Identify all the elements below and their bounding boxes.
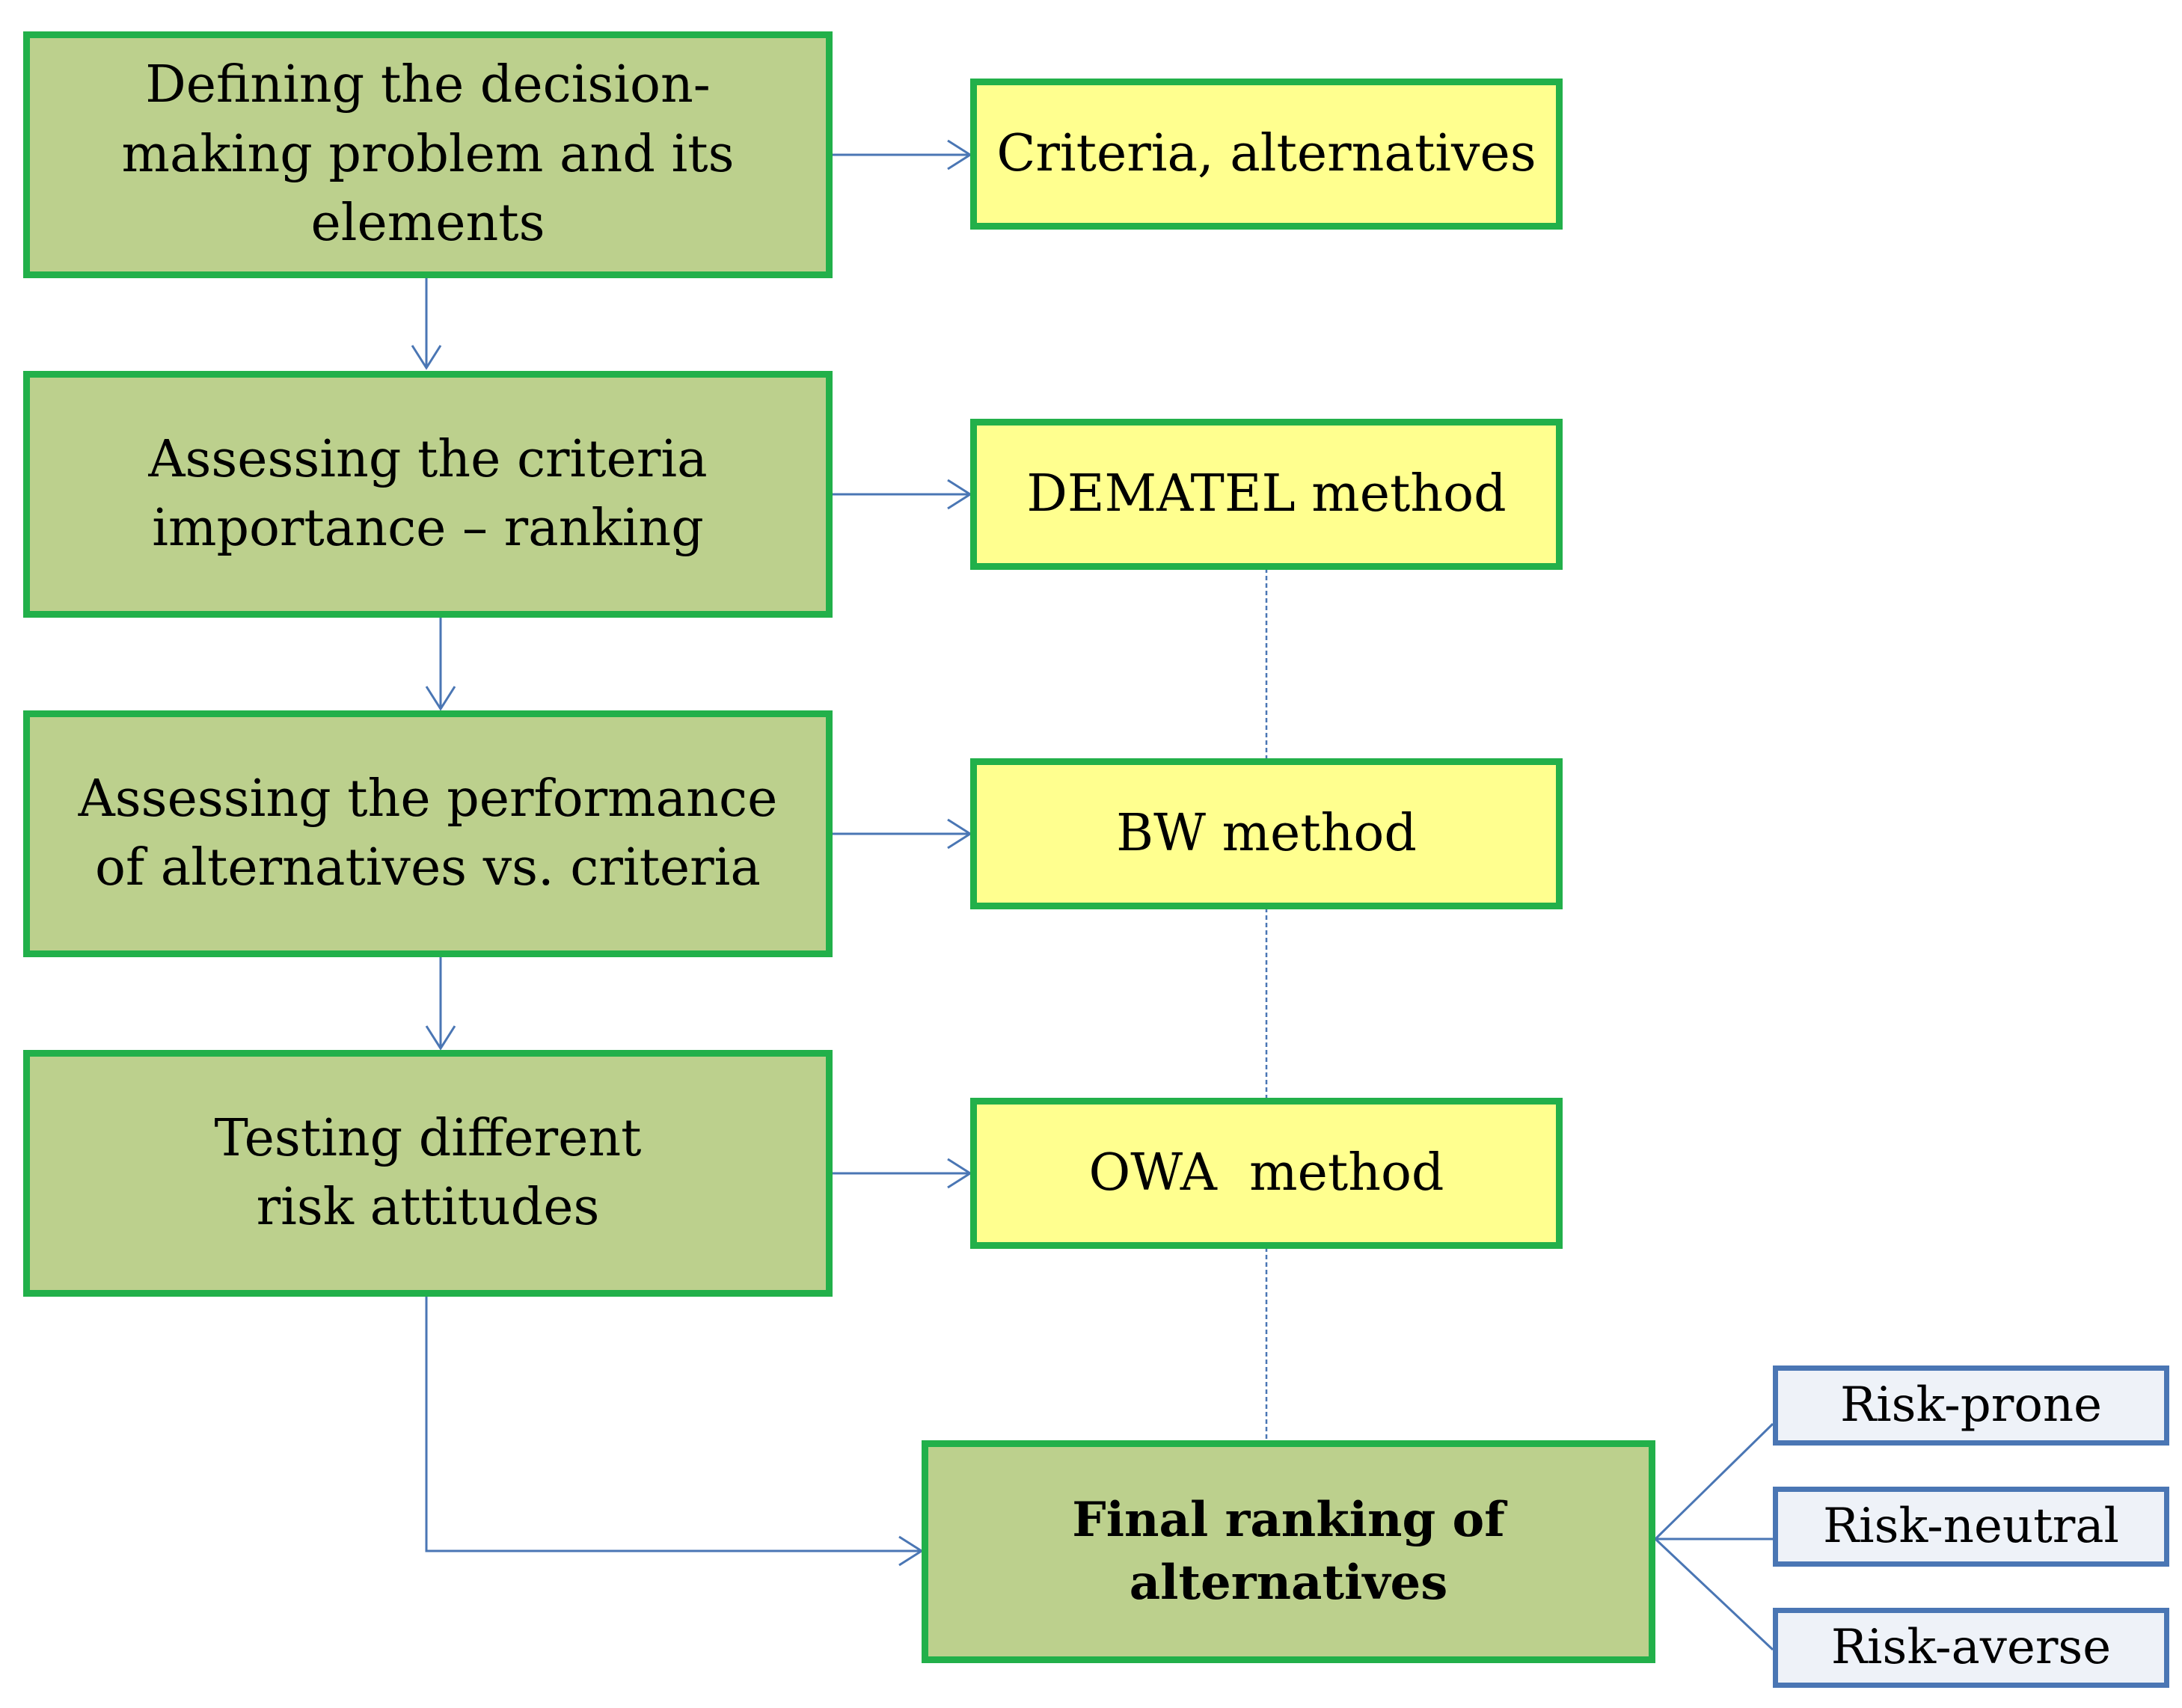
final-ranking: Final ranking of alternatives	[922, 1440, 1655, 1663]
arrowhead-step2	[411, 345, 442, 370]
method-criteria-alternatives-label: Criteria, alternatives	[996, 124, 1536, 184]
method-criteria-alternatives: Criteria, alternatives	[970, 79, 1563, 230]
step-criteria-importance-label: Assessing the criteria importance – rank…	[148, 429, 708, 558]
attitude-risk-neutral-label: Risk-neutral	[1822, 1499, 2120, 1555]
step-risk-attitudes-label: Testing different risk attitudes	[214, 1108, 642, 1237]
link-final-to-risk-prone	[1654, 1422, 1774, 1540]
method-bw-label: BW method	[1116, 804, 1417, 864]
step-risk-attitudes: Testing different risk attitudes	[23, 1050, 833, 1297]
method-owa: OWA method	[970, 1098, 1563, 1249]
link-final-to-risk-averse	[1654, 1537, 1774, 1651]
method-bw: BW method	[970, 758, 1563, 909]
arrowhead-step3	[425, 686, 456, 711]
step-alternatives-performance-label: Assessing the performance of alternative…	[78, 769, 778, 897]
method-dematel: DEMATEL method	[970, 419, 1563, 570]
arrowhead-step4	[425, 1025, 456, 1051]
method-dematel-label: DEMATEL method	[1026, 464, 1507, 524]
attitude-risk-prone: Risk-prone	[1773, 1366, 2169, 1446]
step-define-problem-label: Defining the decision-making problem and…	[121, 55, 735, 254]
arrow-step4-to-final	[425, 1297, 922, 1552]
step-criteria-importance: Assessing the criteria importance – rank…	[23, 371, 833, 618]
step-alternatives-performance: Assessing the performance of alternative…	[23, 710, 833, 957]
attitude-risk-prone-label: Risk-prone	[1840, 1377, 2102, 1434]
attitude-risk-neutral: Risk-neutral	[1773, 1487, 2169, 1567]
attitude-risk-averse-label: Risk-averse	[1830, 1620, 2112, 1676]
attitude-risk-averse: Risk-averse	[1773, 1608, 2169, 1688]
method-owa-label: OWA method	[1088, 1143, 1444, 1203]
final-ranking-label: Final ranking of alternatives	[1072, 1491, 1505, 1611]
step-define-problem: Defining the decision-making problem and…	[23, 31, 833, 278]
